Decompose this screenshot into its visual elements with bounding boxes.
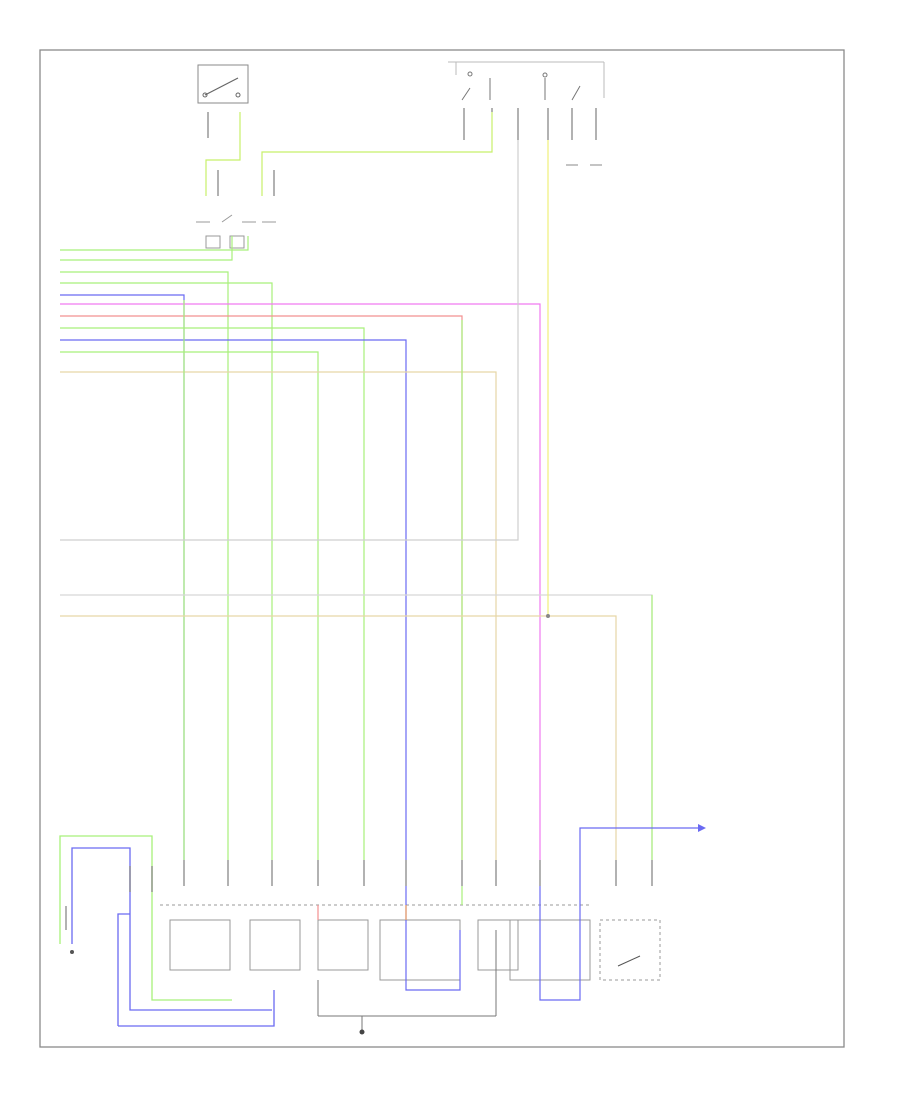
switch-icon xyxy=(617,955,641,967)
switch-contact-icon xyxy=(461,78,581,101)
top-switch xyxy=(197,64,249,104)
component-box xyxy=(317,919,369,971)
component-box xyxy=(169,919,231,971)
component-box xyxy=(509,919,591,981)
left-ground-symbol xyxy=(70,950,74,954)
chassis-ground-symbol xyxy=(359,1029,365,1035)
component-box xyxy=(599,919,661,981)
left-ground-loop xyxy=(59,835,275,1027)
component-block xyxy=(160,904,661,1030)
right-component-arrow xyxy=(698,824,706,832)
top-right-connector xyxy=(463,108,597,140)
connector-pins-bottom xyxy=(65,860,653,930)
component-box xyxy=(379,919,461,981)
connector-ground-symbols xyxy=(196,214,276,249)
diagram-border xyxy=(39,49,845,1048)
component-inner-wires xyxy=(317,827,698,1001)
top-right-switch xyxy=(448,61,605,101)
component-box xyxy=(477,919,519,971)
harness-wires xyxy=(60,112,653,860)
component-box xyxy=(249,919,301,971)
top-switch-box xyxy=(197,64,249,104)
switch-icon xyxy=(204,77,239,96)
